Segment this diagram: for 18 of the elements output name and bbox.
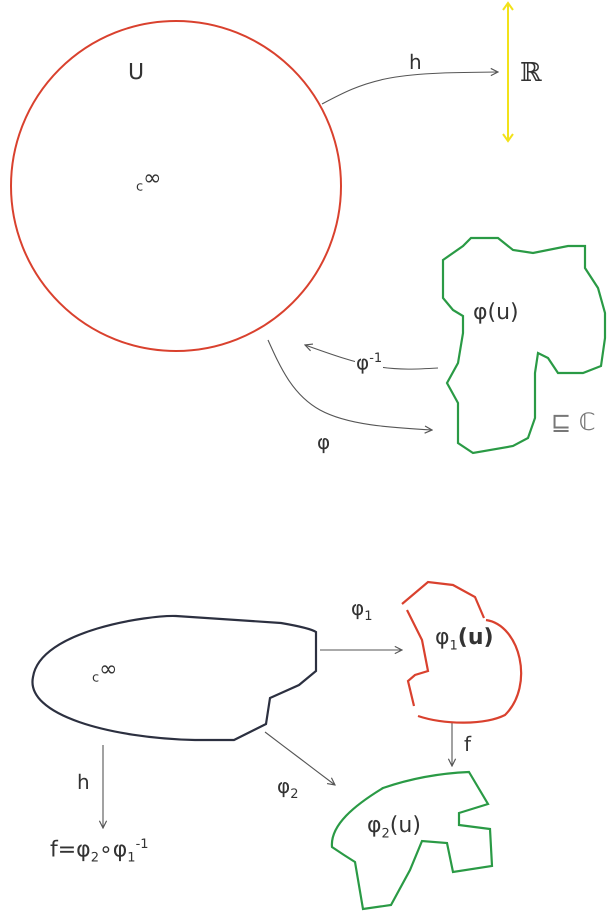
real-numbers-label: ℝ [520,60,542,86]
subset-label: ⊑ ℂ [551,410,596,434]
arrow [448,722,456,767]
math-label: φ$_{2}$(u) [367,815,421,840]
arrow [98,745,108,829]
math-label: $_{c}$∞ [136,168,162,194]
arrow [264,732,336,786]
edge-label: f [463,734,472,754]
math-label: φ(u) [473,302,519,324]
edge-label: h [76,772,91,792]
math-label: $_{c}$∞ [92,659,118,684]
set-label: U [128,62,144,84]
arrow [320,646,403,654]
arrow [268,340,433,434]
math-label: φ$_{1}$(u) [435,627,494,652]
edge-label: h [408,52,423,72]
edge-label: φ$^{-1}$ [355,352,384,373]
arrow [322,68,499,104]
